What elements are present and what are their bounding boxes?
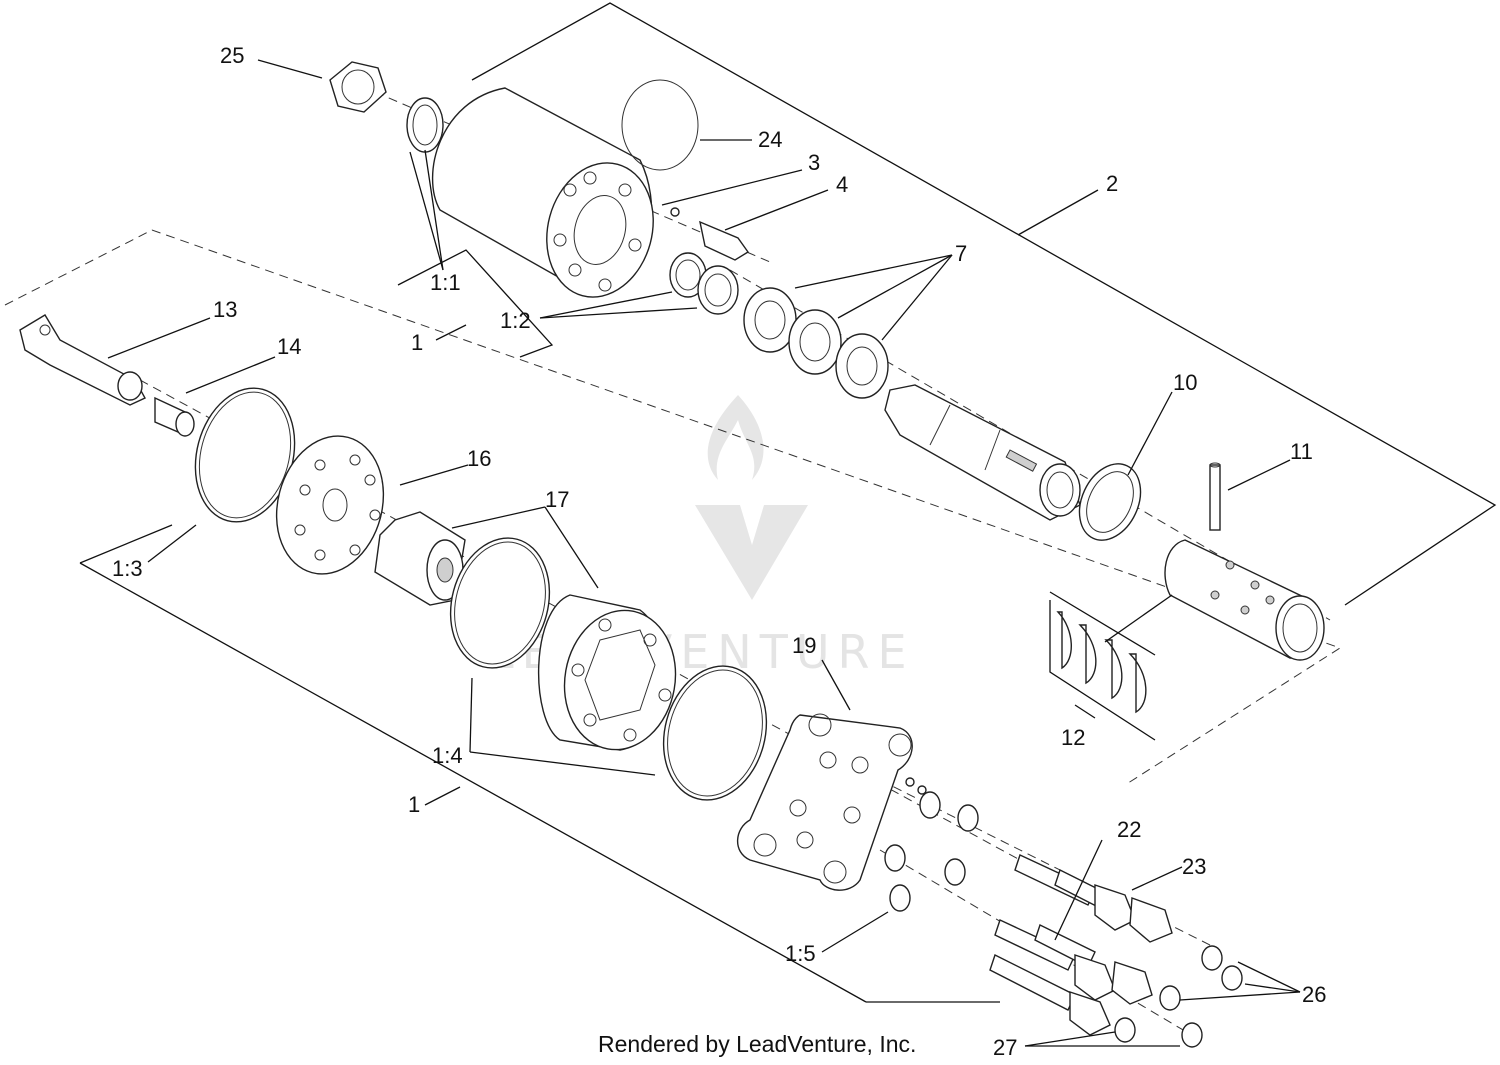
callout-1-lower: 1 — [408, 792, 420, 817]
callout-16: 16 — [467, 446, 491, 471]
part-1-4-o-ring-b — [662, 665, 768, 801]
assembly-bracket-upper — [471, 2, 1497, 606]
part-24-disc — [621, 79, 699, 171]
part-12-springs — [1056, 611, 1147, 714]
part-spool-shaft — [884, 384, 1081, 521]
part-14-bushing — [154, 396, 195, 437]
part-19-end-cap — [736, 713, 913, 891]
callout-25: 25 — [220, 43, 244, 68]
part-7-thrust-washers — [743, 287, 889, 399]
part-1-4-o-ring-a — [449, 537, 551, 669]
callout-13: 13 — [213, 297, 237, 322]
part-housing-cylinder — [432, 87, 654, 298]
assembly-bracket-lower — [4, 229, 1342, 1003]
callout-1-5: 1:5 — [785, 941, 816, 966]
part-1-1-seal-ring — [406, 97, 444, 153]
callout-1-upper: 1 — [411, 330, 423, 355]
callout-7: 7 — [955, 241, 967, 266]
callout-14: 14 — [277, 334, 301, 359]
part-25-hex-nut — [329, 61, 387, 113]
part-27-o-rings — [1114, 1017, 1203, 1048]
part-4-key — [699, 220, 750, 261]
callout-26: 26 — [1302, 982, 1326, 1007]
bracket-12-left — [1049, 600, 1156, 741]
callout-17: 17 — [545, 487, 569, 512]
callout-19: 19 — [792, 633, 816, 658]
callout-22: 22 — [1117, 817, 1141, 842]
part-10-ring — [1078, 463, 1142, 541]
render-credit: Rendered by LeadVenture, Inc. — [598, 1031, 916, 1057]
part-13-drive-shaft — [19, 314, 146, 406]
bracket-1-1 — [397, 249, 554, 358]
callout-12: 12 — [1061, 725, 1085, 750]
leader-lines — [107, 59, 1301, 1047]
callout-4: 4 — [836, 172, 848, 197]
part-check-ball-b — [917, 785, 927, 795]
callout-11: 11 — [1290, 439, 1313, 464]
logo-v-mark — [695, 505, 808, 600]
callout-10: 10 — [1173, 370, 1197, 395]
callout-1-1: 1:1 — [430, 270, 461, 295]
callout-2: 2 — [1106, 171, 1118, 196]
part-26-o-rings — [1159, 945, 1243, 1011]
part-1-2-seal-b — [697, 265, 739, 315]
part-port-o-rings — [884, 791, 979, 912]
part-gerotor-housing — [538, 594, 677, 751]
callout-23: 23 — [1182, 854, 1206, 879]
part-11-pin — [1209, 464, 1221, 531]
part-23-fittings — [1069, 884, 1173, 1036]
callout-27: 27 — [993, 1035, 1017, 1060]
callout-1-4: 1:4 — [432, 743, 463, 768]
callout-3: 3 — [808, 150, 820, 175]
part-17-spacer — [374, 511, 466, 606]
callout-labels: 25 24 3 4 2 7 1:1 1:2 1 13 14 10 11 16 1… — [112, 43, 1326, 1060]
part-3-ball — [670, 207, 680, 217]
part-check-ball-a — [905, 777, 915, 787]
part-16-valve-plate — [275, 435, 385, 575]
part-sleeve — [1164, 539, 1325, 661]
callout-1-2: 1:2 — [500, 308, 531, 333]
part-1-5-o-ring — [889, 884, 911, 912]
bracket-12-top — [1049, 591, 1156, 656]
callout-1-3: 1:3 — [112, 556, 143, 581]
callout-24: 24 — [758, 127, 782, 152]
